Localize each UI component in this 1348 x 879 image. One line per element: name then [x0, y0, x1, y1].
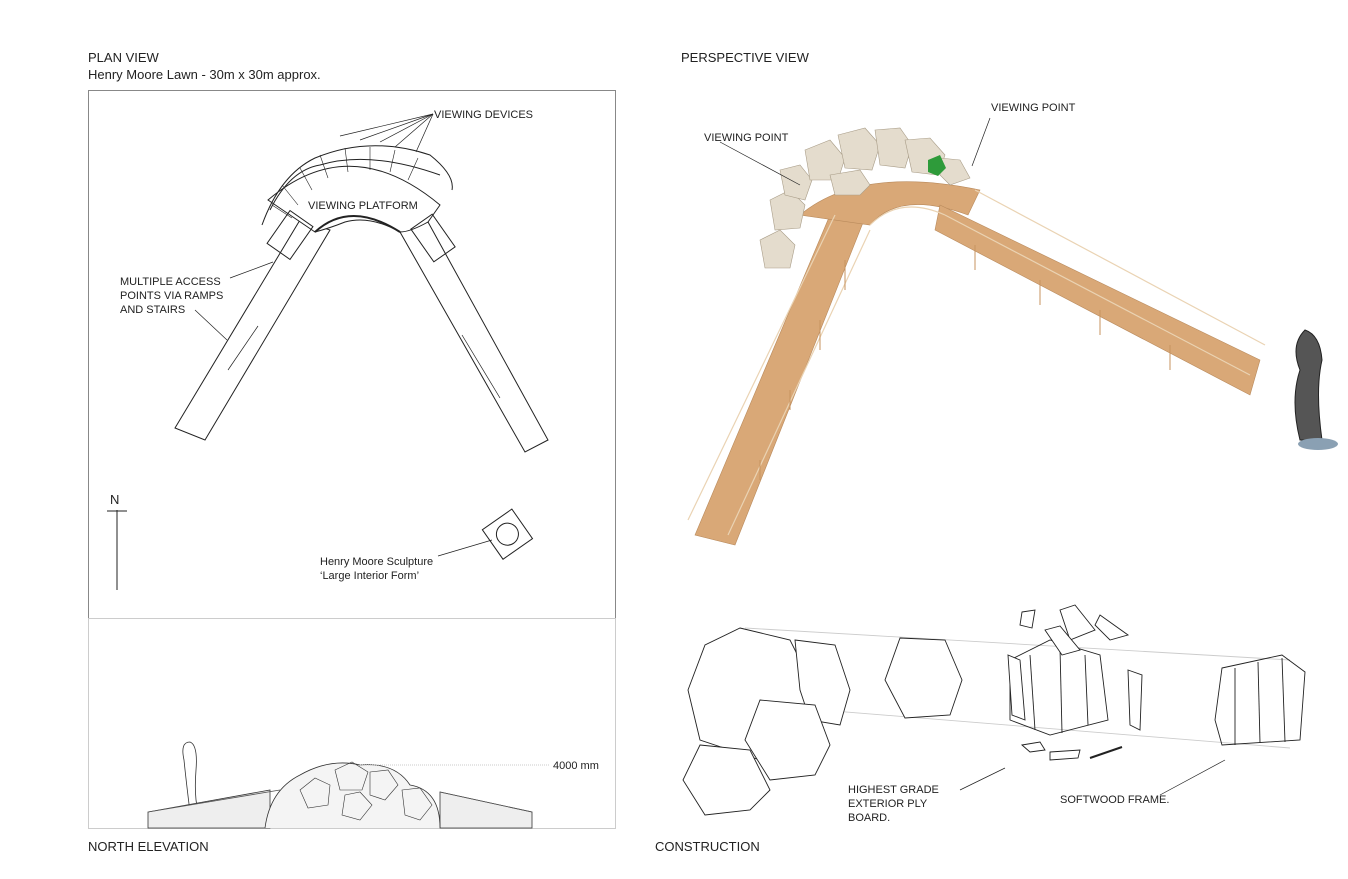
height-dimension-label: 4000 mm: [553, 760, 599, 772]
elevation-drawing: [147, 741, 550, 829]
plan-view-title: PLAN VIEW: [88, 50, 159, 65]
support-posts: [759, 245, 1171, 480]
pod-cluster: [264, 762, 441, 829]
plan-view-subtitle: Henry Moore Lawn - 30m x 30m approx.: [88, 67, 321, 82]
viewing-point-right-label: VIEWING POINT: [991, 102, 1076, 114]
elevation-frame: [88, 618, 616, 829]
viewing-devices-label: VIEWING DEVICES: [434, 109, 534, 121]
right-stairs: [410, 213, 456, 263]
perspective-view-title: PERSPECTIVE VIEW: [681, 50, 809, 65]
plan-drawing: [107, 113, 549, 590]
viewing-point-left-label: VIEWING POINT: [704, 132, 789, 144]
construction-title: CONSTRUCTION: [655, 839, 760, 854]
sculpture-photo: [1294, 329, 1323, 441]
sculpture-elevation: [182, 741, 199, 813]
pods: [759, 127, 971, 269]
right-deck: [934, 204, 1261, 396]
ply-board-label: HIGHEST GRADE EXTERIOR PLY BOARD.: [848, 784, 939, 824]
north-elevation-title: NORTH ELEVATION: [88, 839, 209, 854]
exploded-pod-frame: [1009, 639, 1109, 736]
left-ramp: [174, 219, 331, 441]
left-stairs: [266, 209, 314, 261]
perspective-drawing: [687, 117, 1338, 546]
right-walkway: [439, 791, 533, 829]
north-label: N: [110, 492, 120, 507]
access-points-label: MULTIPLE ACCESS POINTS VIA RAMPS AND STA…: [120, 276, 224, 316]
softwood-frame-label: SOFTWOOD FRAME.: [1060, 794, 1170, 806]
right-ramp: [399, 221, 549, 453]
sculpture-label: Henry Moore Sculpture ‘Large Interior Fo…: [320, 556, 434, 582]
softwood-frame: [1214, 654, 1306, 746]
viewing-platform-label: VIEWING PLATFORM: [308, 200, 418, 212]
green-viewing-device: [928, 155, 946, 176]
ply-panel: [1019, 609, 1036, 629]
construction-drawing: [682, 604, 1306, 816]
sculpture-plan: [481, 508, 534, 560]
single-pod: [884, 637, 963, 719]
viewing-pods: [261, 145, 453, 226]
viewing-platform: [267, 165, 441, 233]
